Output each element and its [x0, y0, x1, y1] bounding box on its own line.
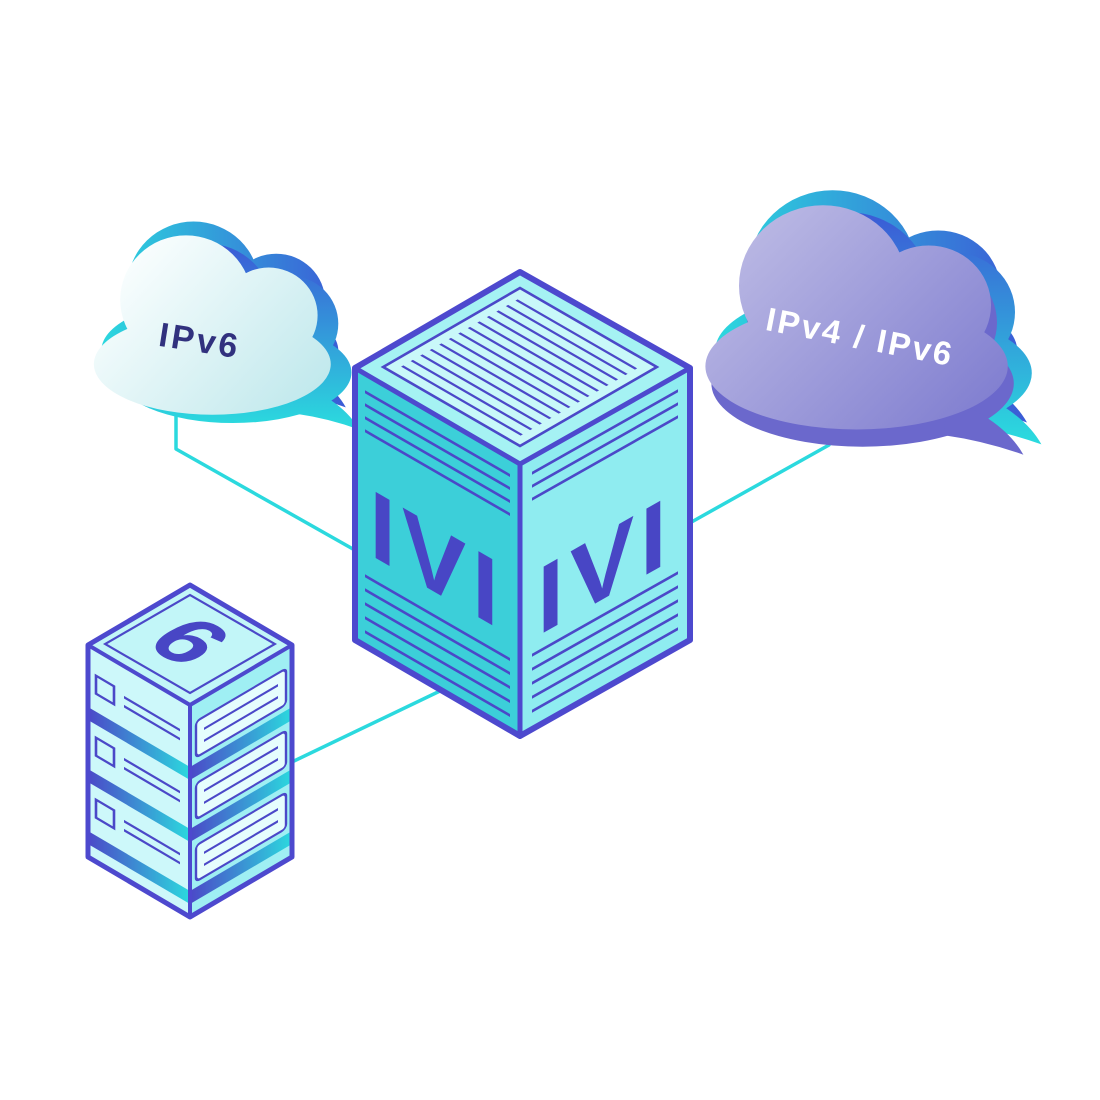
box-right-face	[520, 368, 690, 736]
box-edges	[352, 269, 693, 739]
dual-stack-cloud: IPv4 / IPv6	[705, 190, 1041, 455]
server-right-bands	[190, 707, 292, 904]
connection-line-ipv6-cloud	[174, 400, 361, 555]
box-top-vent-panel	[380, 286, 660, 448]
box-top-vent-stripes	[401, 299, 638, 436]
server-left-detail	[88, 673, 190, 904]
box-right-stripes	[532, 389, 678, 713]
server-left-bands	[88, 707, 190, 904]
ipv6-server-tower: 6	[85, 582, 295, 920]
server-right-detail	[190, 668, 292, 904]
box-left-stripes	[365, 390, 510, 717]
box-left-face	[355, 368, 520, 736]
server-right-trays	[194, 668, 288, 882]
ivi-translator-box: IVI IVI	[352, 269, 693, 739]
server-left-bays	[94, 673, 180, 865]
ipv6-cloud: IPv6	[93, 222, 359, 430]
server-edges	[85, 582, 295, 920]
